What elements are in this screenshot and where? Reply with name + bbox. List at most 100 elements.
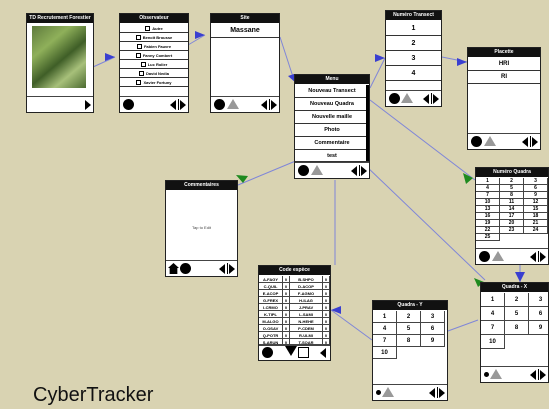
species-code[interactable]: M-ALGO [259, 318, 283, 325]
species-code[interactable]: K-TIPL [259, 311, 283, 318]
record-icon[interactable] [376, 390, 381, 395]
map-icon[interactable] [311, 165, 323, 175]
map-icon[interactable] [490, 369, 502, 379]
grid-cell[interactable]: 10 [373, 347, 397, 359]
record-icon[interactable] [479, 251, 490, 262]
grid-cell[interactable]: 6 [421, 323, 445, 335]
next-icon[interactable] [271, 100, 277, 110]
back-icon[interactable] [351, 166, 357, 176]
menu-item[interactable]: test [295, 150, 369, 162]
up-arrow-icon[interactable] [298, 347, 309, 358]
grid-cell[interactable]: 18 [524, 213, 548, 220]
species-code[interactable]: T-SOAR [290, 339, 323, 346]
list-item[interactable]: 1 [386, 21, 441, 36]
grid-cell[interactable]: 1 [373, 311, 397, 323]
back-icon[interactable] [429, 388, 435, 398]
species-code[interactable]: H-ILAG [290, 297, 323, 304]
home-icon[interactable] [168, 263, 179, 274]
grid-cell[interactable]: 22 [476, 227, 500, 234]
grid-cell[interactable]: 5 [500, 185, 524, 192]
back-icon[interactable] [530, 252, 536, 262]
checkbox-icon[interactable] [135, 53, 141, 59]
next-icon[interactable] [540, 370, 546, 380]
grid-cell[interactable]: 23 [500, 227, 524, 234]
grid-cell[interactable]: 20 [500, 220, 524, 227]
grid-cell[interactable]: 5 [397, 323, 421, 335]
list-item[interactable]: Xavier Fortuny [120, 78, 188, 87]
record-icon[interactable] [123, 99, 134, 110]
next-icon[interactable] [361, 166, 367, 176]
back-icon[interactable] [219, 264, 225, 274]
back-icon[interactable] [170, 100, 176, 110]
grid-cell[interactable]: 4 [481, 307, 505, 321]
species-code[interactable]: I-CRMO [259, 304, 283, 311]
record-icon[interactable] [180, 263, 191, 274]
grid-cell[interactable]: 11 [500, 199, 524, 206]
grid-cell[interactable]: 5 [505, 307, 529, 321]
list-item[interactable]: Benoît Brousse [120, 33, 188, 42]
grid-cell[interactable]: 2 [505, 293, 529, 307]
grid-cell[interactable]: 9 [529, 321, 548, 335]
menu-item[interactable]: Nouveau Transect [295, 85, 369, 98]
list-item[interactable]: David Nedia [120, 69, 188, 78]
list-item[interactable]: HRI [468, 58, 540, 71]
grid-cell[interactable]: 7 [373, 335, 397, 347]
list-item[interactable]: Fabien Fauvre [120, 42, 188, 51]
species-code[interactable]: C-QUIL [259, 283, 283, 290]
species-code[interactable]: E-ACOP [259, 290, 283, 297]
grid-cell[interactable]: 3 [524, 178, 548, 185]
map-icon[interactable] [382, 387, 394, 397]
menu-item[interactable]: Commentaire [295, 137, 369, 150]
grid-cell[interactable]: 7 [481, 321, 505, 335]
next-icon[interactable] [180, 100, 186, 110]
grid-cell[interactable]: 1 [481, 293, 505, 307]
species-code[interactable]: L-SAMI [290, 311, 323, 318]
record-icon[interactable] [298, 165, 309, 176]
species-code[interactable]: P-CDEM [290, 325, 323, 332]
back-icon[interactable] [522, 137, 528, 147]
checkbox-icon[interactable] [136, 44, 142, 50]
grid-cell[interactable]: 4 [373, 323, 397, 335]
map-icon[interactable] [492, 251, 504, 261]
grid-cell[interactable]: 16 [476, 213, 500, 220]
species-code[interactable]: D-ACOP [290, 283, 323, 290]
list-item[interactable]: 3 [386, 51, 441, 66]
grid-cell[interactable]: 7 [476, 192, 500, 199]
checkbox-icon[interactable] [145, 26, 151, 32]
checkbox-icon[interactable] [136, 80, 142, 86]
grid-cell[interactable]: 6 [524, 185, 548, 192]
species-code[interactable]: J-PRAV [290, 304, 323, 311]
comment-field[interactable]: Tap to Edit [192, 225, 211, 230]
grid-cell[interactable]: 9 [421, 335, 445, 347]
grid-cell[interactable]: 25 [476, 234, 500, 241]
checkbox-icon[interactable] [135, 35, 141, 41]
back-icon[interactable] [530, 370, 536, 380]
next-icon[interactable] [540, 252, 546, 262]
species-code[interactable]: A-FAGY [259, 276, 283, 283]
grid-cell[interactable]: 10 [481, 335, 505, 349]
grid-cell[interactable]: 2 [397, 311, 421, 323]
list-item[interactable]: Massane [211, 24, 279, 38]
scrollbar[interactable] [366, 85, 369, 161]
grid-cell[interactable]: 2 [500, 178, 524, 185]
back-icon[interactable] [423, 94, 429, 104]
menu-item[interactable]: Nouveau Quadra [295, 98, 369, 111]
map-icon[interactable] [401, 93, 413, 103]
species-code[interactable]: B-SHPO [290, 276, 323, 283]
grid-cell[interactable]: 13 [476, 206, 500, 213]
next-icon[interactable] [532, 137, 538, 147]
list-item[interactable]: Luc Rolier [120, 60, 188, 69]
grid-cell[interactable]: 6 [529, 307, 548, 321]
record-icon[interactable] [214, 99, 225, 110]
map-icon[interactable] [484, 136, 496, 146]
species-code[interactable]: F-AGMO [290, 290, 323, 297]
grid-cell[interactable]: 3 [529, 293, 548, 307]
back-icon[interactable] [261, 100, 267, 110]
list-item[interactable]: RI [468, 71, 540, 84]
list-item[interactable]: 4 [386, 66, 441, 81]
grid-cell[interactable]: 17 [500, 213, 524, 220]
list-item[interactable]: Autre [120, 24, 188, 33]
species-code[interactable]: S-ARUN [259, 339, 283, 346]
next-icon[interactable] [85, 100, 91, 110]
checkbox-icon[interactable] [139, 71, 145, 77]
